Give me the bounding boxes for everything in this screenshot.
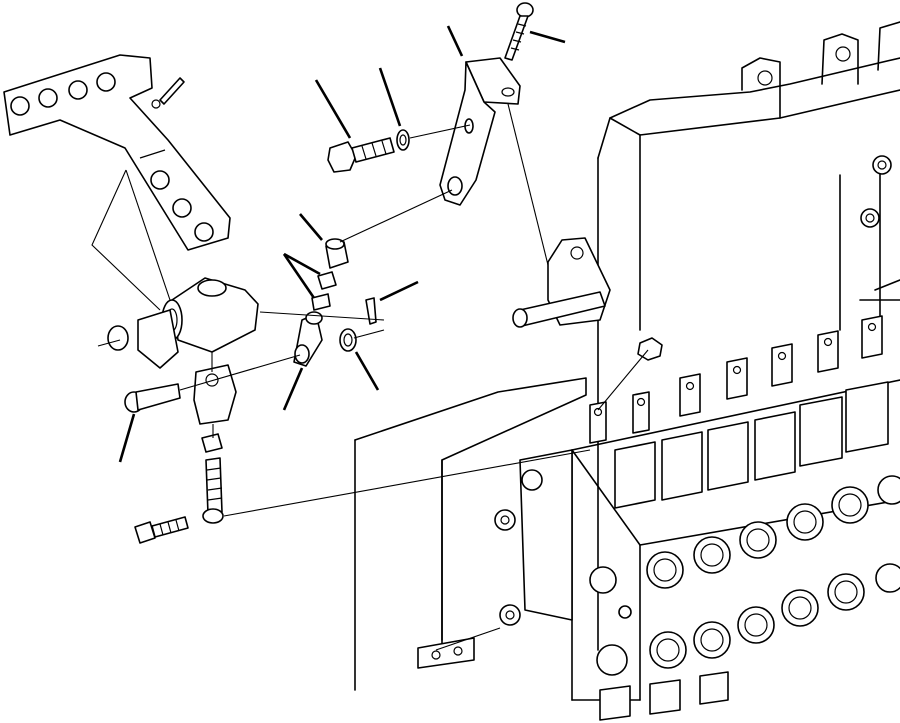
leader-lever: [446, 25, 464, 57]
valve-section-5: [771, 343, 869, 611]
frame-bolt-1: [872, 155, 892, 175]
leader-nuts-b: [283, 252, 321, 276]
reference-leaders: [118, 25, 566, 463]
pedal-shaft: [107, 277, 259, 369]
valve-section-2: [632, 391, 731, 659]
lever-arm: [439, 57, 521, 206]
top-bolt: [504, 2, 534, 61]
leader-bushing: [299, 213, 323, 241]
leader-clevis-pin: [118, 413, 136, 463]
valve-section-1: [589, 401, 687, 669]
threaded-rod: [202, 457, 224, 524]
leader-cotter-pin: [379, 280, 419, 302]
leader-top-bolt: [529, 30, 566, 44]
pedal-bracket-plate: [3, 54, 231, 251]
nut-lower: [311, 293, 331, 311]
pivot-pin-bracket: [512, 237, 611, 328]
clevis-pin: [124, 383, 181, 413]
hex-bolt: [327, 137, 395, 173]
leader-nuts-a: [282, 253, 316, 299]
valve-section-6: [817, 330, 900, 593]
support-plate: [354, 377, 587, 691]
valve-bottom-fittings: [599, 671, 729, 721]
rod-end: [293, 311, 323, 367]
valve-nut: [637, 337, 663, 361]
leader-washer-lower: [354, 351, 380, 391]
leader-rod-end: [282, 367, 304, 411]
frame-bolt-2: [860, 208, 880, 228]
pedal-screw: [151, 77, 185, 109]
lower-bolt: [134, 516, 189, 544]
valve-section-4: [726, 357, 824, 627]
nut-upper: [317, 271, 337, 290]
leader-washer: [378, 67, 402, 127]
frame-assembly: [597, 21, 900, 651]
leader-hex-bolt: [314, 79, 352, 139]
washer-upper: [396, 129, 410, 151]
assembly-lines: [91, 103, 649, 651]
clevis: [193, 364, 237, 425]
valve-section-3: [679, 373, 777, 644]
washer-lower: [339, 328, 357, 352]
bushing: [325, 238, 349, 269]
cotter-pin: [365, 297, 377, 325]
clevis-nut: [201, 433, 223, 453]
valve-section-7: [861, 315, 883, 359]
